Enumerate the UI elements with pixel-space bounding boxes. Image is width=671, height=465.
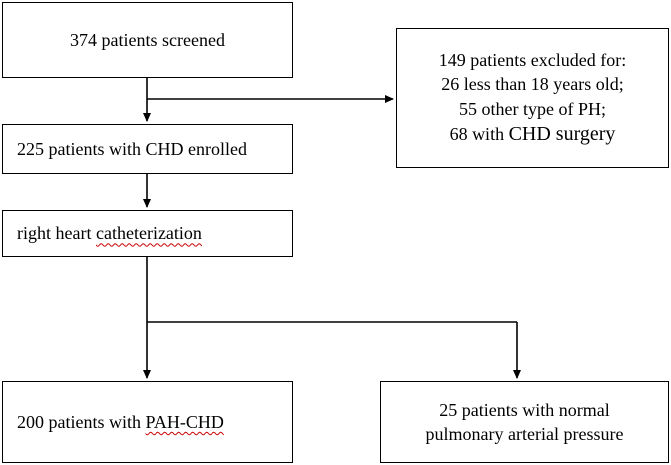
excluded-reason-age: 26 less than 18 years old; — [441, 74, 624, 95]
normal-line-1: 25 patients with normal — [439, 399, 610, 420]
rhc-word-right: right — [17, 223, 51, 244]
rhc-word-heart: heart — [55, 223, 92, 244]
pah-chd-box: 200 patients with PAH-CHD — [2, 381, 293, 463]
screened-label: 374 patients screened — [70, 29, 225, 50]
pah-prefix: 200 patients with — [17, 411, 146, 432]
excluded-reason-ph: 55 other type of PH; — [459, 98, 606, 119]
excluded-header: 149 patients excluded for: — [438, 50, 627, 71]
enrolled-box: 225 patients with CHD enrolled — [2, 124, 293, 174]
excluded-surgery-term: CHD surgery — [508, 122, 616, 145]
excluded-reason-surgery: 68 with CHD surgery — [450, 121, 616, 148]
rhc-label: right heart catheterization — [17, 221, 202, 245]
normal-line-2: pulmonary arterial pressure — [425, 424, 624, 444]
enrolled-label: 225 patients with CHD enrolled — [17, 138, 247, 159]
rhc-word-catheterization: catheterization — [95, 223, 202, 244]
pah-term: PAH-CHD — [145, 411, 224, 432]
normal-pressure-box: 25 patients with normal pulmonary arteri… — [380, 381, 669, 463]
right-heart-catheterization-box: right heart catheterization — [2, 210, 293, 257]
screened-box: 374 patients screened — [2, 2, 293, 78]
excluded-surgery-prefix: 68 with — [449, 123, 509, 144]
excluded-box: 149 patients excluded for: 26 less than … — [396, 28, 669, 168]
pah-label: 200 patients with PAH-CHD — [17, 410, 224, 434]
